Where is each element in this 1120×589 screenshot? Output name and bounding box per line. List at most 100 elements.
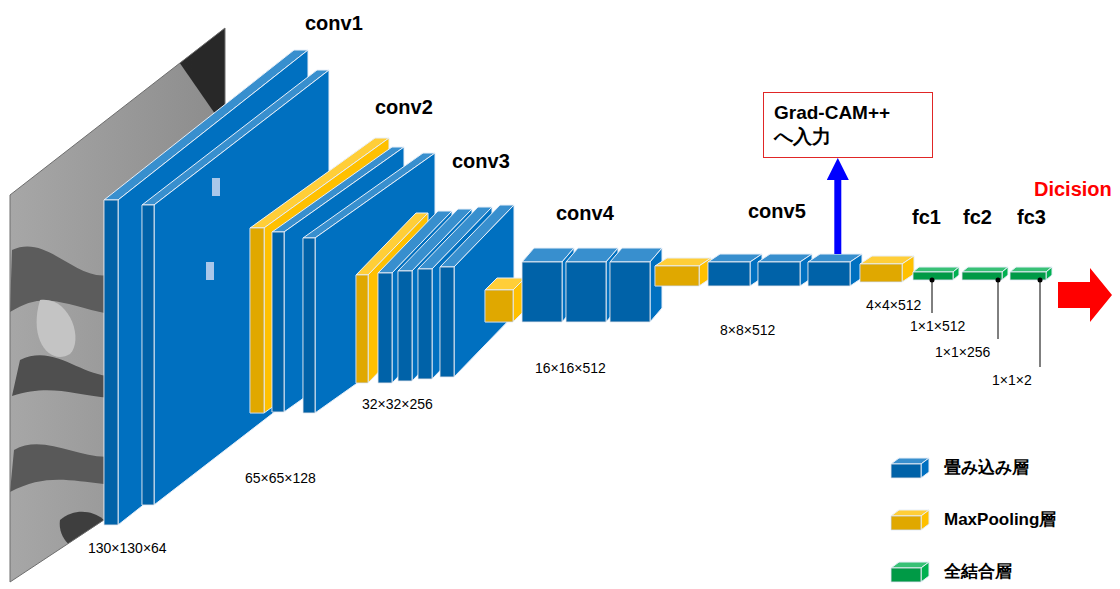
mri-tissue xyxy=(37,300,76,357)
block-face xyxy=(1002,267,1008,280)
block-face xyxy=(398,271,412,381)
swatch-shade xyxy=(891,516,921,530)
kernel-mark xyxy=(206,262,214,280)
input-arrow xyxy=(834,174,841,254)
dimension-label: 130×130×64 xyxy=(88,540,167,556)
dimension-label: 1×1×2 xyxy=(992,372,1032,388)
block-shade xyxy=(398,271,412,381)
layer-group: conv2 xyxy=(250,145,440,415)
maxpool-block xyxy=(860,256,914,282)
block-face xyxy=(953,267,959,280)
block-shade xyxy=(104,200,118,525)
dimension-label: 16×16×512 xyxy=(535,360,606,376)
block-shade xyxy=(808,262,850,286)
swatch-face xyxy=(921,510,929,530)
block-shade xyxy=(356,275,368,383)
legend-row: 畳み込み層 xyxy=(890,455,1110,481)
dimension-label: 65×65×128 xyxy=(245,470,316,486)
block-face xyxy=(303,238,315,413)
block-shade xyxy=(655,266,699,286)
block-shade xyxy=(440,267,454,377)
block-shade xyxy=(142,205,154,505)
legend-text: 畳み込み層 xyxy=(944,458,1029,478)
leader-line xyxy=(932,281,933,313)
fc-block xyxy=(913,267,959,280)
block-shade xyxy=(860,264,902,282)
block-face xyxy=(440,267,454,377)
decision-label: Dicision xyxy=(1034,178,1112,200)
block-face xyxy=(454,205,514,377)
swatch-face xyxy=(921,458,929,478)
conv-block xyxy=(610,248,662,322)
leader-line xyxy=(998,281,999,339)
block-face xyxy=(860,264,902,282)
layer-group: fc2 xyxy=(962,267,1008,280)
block-face xyxy=(1046,267,1052,280)
legend-row: MaxPooling層 xyxy=(890,507,1110,533)
dimension-label: 1×1×512 xyxy=(910,318,965,334)
maxpool-block xyxy=(655,258,711,286)
gradcam-input-box: Grad-CAM++ へ入力 xyxy=(763,92,933,158)
block-face xyxy=(272,232,284,412)
block-face xyxy=(610,262,650,322)
block-face xyxy=(418,269,432,379)
block-shade xyxy=(418,269,432,379)
kernel-mark xyxy=(212,178,220,196)
block-shade xyxy=(913,267,959,272)
layer-group: conv1 xyxy=(104,50,334,525)
layer-name: fc3 xyxy=(1017,206,1046,228)
block-shade xyxy=(566,262,606,322)
leader-dot xyxy=(996,278,1001,283)
fc-block xyxy=(1010,267,1052,280)
legend-swatch xyxy=(890,561,930,583)
layer-group: conv5 xyxy=(708,254,870,286)
conv-block xyxy=(758,254,812,286)
layer-name: conv5 xyxy=(748,200,806,222)
block-face xyxy=(522,262,562,322)
layer-group: conv3 xyxy=(356,205,516,385)
swatch-face xyxy=(891,516,921,530)
block-shade xyxy=(485,290,513,322)
block-shade xyxy=(522,262,562,322)
block-shade xyxy=(1010,267,1052,272)
leader-dot xyxy=(930,278,935,283)
legend-swatch xyxy=(890,457,930,479)
layer-group: fc1 xyxy=(913,267,959,280)
dimension-label: 32×32×256 xyxy=(362,396,433,412)
swatch-face xyxy=(891,464,921,478)
dimension-label: 4×4×512 xyxy=(866,297,921,313)
maxpool-block xyxy=(485,278,525,322)
block-shade xyxy=(303,238,315,413)
layer-name: conv3 xyxy=(452,150,510,172)
conv-block xyxy=(708,254,762,286)
block-face xyxy=(808,262,850,286)
legend-row: 全結合層 xyxy=(890,559,1110,585)
layer-name: conv1 xyxy=(305,12,363,34)
layer-name: fc1 xyxy=(912,206,941,228)
block-face xyxy=(356,275,368,383)
decision-arrow xyxy=(1058,268,1112,322)
dimension-label: 8×8×512 xyxy=(720,322,775,338)
legend-text: 全結合層 xyxy=(944,562,1012,582)
block-shade xyxy=(610,262,650,322)
layer-blocks xyxy=(104,50,1052,525)
block-shade xyxy=(962,267,1008,272)
layer-name: conv4 xyxy=(556,202,614,224)
block-face xyxy=(902,256,914,282)
layer-group: fc3 xyxy=(1010,267,1052,280)
swatch-face xyxy=(891,568,921,582)
block-shade xyxy=(708,262,750,286)
block-face xyxy=(1010,267,1052,272)
block-shade xyxy=(758,262,800,286)
block-face xyxy=(250,228,264,413)
kernel-marks xyxy=(206,178,220,280)
swatch-shade xyxy=(891,568,921,582)
legend-swatch xyxy=(890,509,930,531)
swatch-shade xyxy=(891,464,921,478)
layer-group: conv4 xyxy=(485,248,665,324)
block-face xyxy=(566,262,606,322)
block-face xyxy=(655,266,699,286)
block-shade xyxy=(272,232,284,412)
